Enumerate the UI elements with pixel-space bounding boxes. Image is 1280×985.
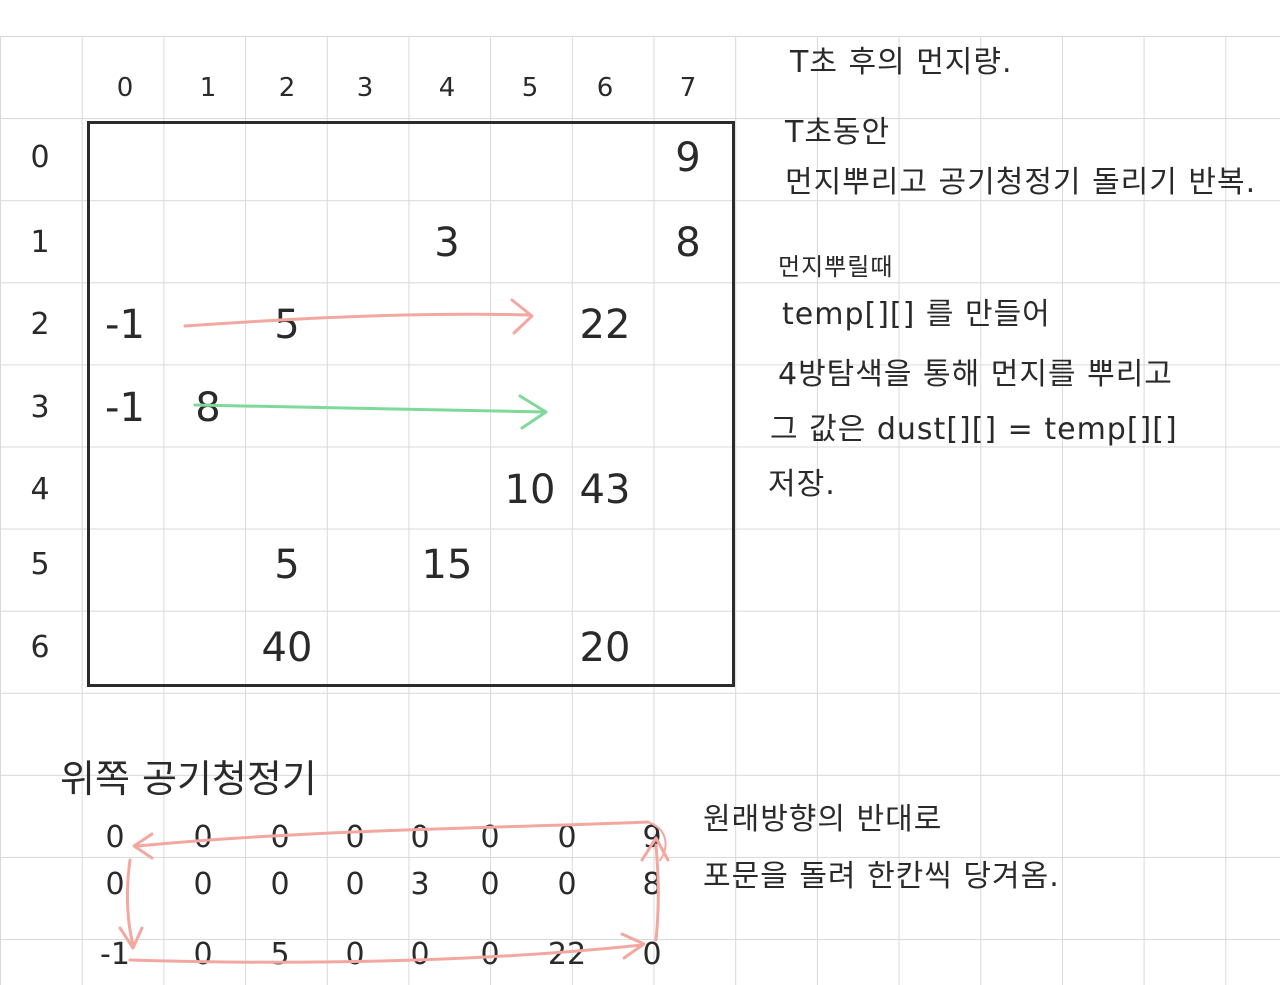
row-label: 1: [30, 225, 50, 260]
column-label: 1: [199, 73, 217, 103]
bottom-note-1: 원래방향의 반대로: [703, 802, 943, 837]
bottom-cell-value: 0: [193, 937, 213, 972]
notes-line-1: T초동안: [785, 115, 891, 150]
column-label: 5: [521, 73, 539, 103]
column-label: 2: [278, 73, 296, 103]
bottom-cell-value: 0: [193, 867, 213, 902]
grid-cell-value: -1: [105, 385, 145, 431]
notes-line-4: temp[][] 를 만들어: [782, 297, 1051, 332]
bottom-cell-value: 0: [410, 820, 430, 855]
grid-cell-value: 3: [434, 220, 460, 266]
notes-line-5: 4방탐색을 통해 먼지를 뿌리고: [778, 357, 1173, 392]
grid-cell-value: 15: [421, 542, 473, 588]
notes-line-2: 먼지뿌리고 공기청정기 돌리기 반복.: [785, 165, 1257, 200]
grid-cell-value: 22: [579, 302, 631, 348]
grid-cell-value: 9: [675, 135, 701, 181]
bottom-title: 위쪽 공기청정기: [60, 757, 317, 801]
bottom-cell-value: 0: [105, 820, 125, 855]
bottom-cell-value: 0: [642, 937, 662, 972]
bottom-cell-value: 0: [345, 820, 365, 855]
bottom-cell-value: 0: [270, 867, 290, 902]
column-label: 6: [596, 73, 614, 103]
bottom-cell-value: -1: [100, 937, 130, 972]
bottom-cell-value: 8: [642, 867, 662, 902]
row-label: 3: [30, 390, 50, 425]
bottom-cell-value: 0: [480, 820, 500, 855]
bottom-cell-value: 0: [480, 867, 500, 902]
bottom-cell-value: 3: [410, 867, 430, 902]
loop-bottom-head: [620, 932, 646, 960]
grid-cell-value: 43: [579, 467, 631, 513]
bottom-note-2: 포문을 돌려 한칸씩 당겨옴.: [703, 859, 1060, 894]
loop-left-line: [125, 858, 135, 947]
grid-cell-value: 8: [675, 220, 701, 266]
loop-top-head: [132, 832, 154, 860]
bottom-cell-value: 0: [557, 820, 577, 855]
row-label: 0: [30, 140, 50, 175]
notes-line-3: 먼지뿌릴때: [778, 253, 894, 281]
bottom-cell-value: 0: [410, 937, 430, 972]
bottom-cell-value: 22: [547, 937, 587, 972]
notes-title: T초 후의 먼지량.: [790, 45, 1013, 80]
column-label: 4: [438, 73, 456, 103]
grid-cell-value: 8: [195, 385, 221, 431]
bottom-cell-value: 5: [270, 937, 290, 972]
grid-cell-value: 20: [579, 625, 631, 671]
grid-cell-value: 5: [274, 542, 300, 588]
row-label: 5: [30, 547, 50, 582]
bottom-cell-value: 0: [345, 937, 365, 972]
top-blank-bar: [0, 0, 1280, 36]
grid-cell-value: 5: [274, 302, 300, 348]
column-label: 7: [679, 73, 697, 103]
grid-frame: [87, 121, 735, 687]
column-label: 3: [356, 73, 374, 103]
grid-cell-value: 10: [504, 467, 556, 513]
notes-line-6: 그 값은 dust[][] = temp[][]: [770, 412, 1178, 447]
row-label: 6: [30, 630, 50, 665]
bottom-cell-value: 0: [105, 867, 125, 902]
bottom-cell-value: 9: [642, 820, 662, 855]
grid-cell-value: 40: [261, 625, 313, 671]
bottom-cell-value: 0: [345, 867, 365, 902]
bottom-cell-value: 0: [557, 867, 577, 902]
row-label: 2: [30, 307, 50, 342]
grid-cell-value: -1: [105, 302, 145, 348]
bottom-cell-value: 0: [480, 937, 500, 972]
bottom-cell-value: 0: [270, 820, 290, 855]
bottom-cell-value: 0: [193, 820, 213, 855]
column-label: 0: [116, 73, 134, 103]
notes-line-7: 저장.: [768, 467, 836, 502]
row-label: 4: [30, 472, 50, 507]
